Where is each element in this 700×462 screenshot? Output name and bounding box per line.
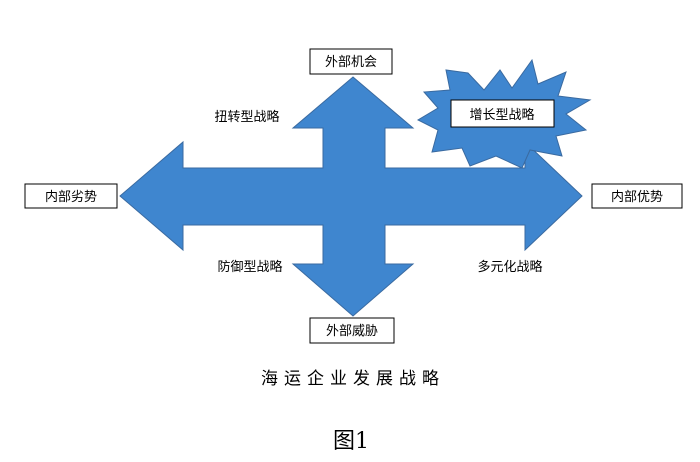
four-way-arrow	[119, 76, 583, 317]
quadrant-label-diversification: 多元化战略	[477, 259, 542, 275]
node-box-top	[309, 48, 393, 75]
node-label-internal-strength: 内部优势	[611, 189, 663, 205]
node-label-internal-weakness: 内部劣势	[45, 189, 97, 205]
quadrant-label-growth: 增长型战略	[469, 107, 534, 123]
node-box-right	[591, 183, 683, 209]
node-box-left	[24, 183, 118, 209]
node-label-external-threat: 外部威胁	[326, 324, 378, 339]
node-label-external-opportunity: 外部机会	[325, 55, 377, 70]
node-box-bottom	[309, 317, 395, 344]
quadrant-label-turnaround: 扭转型战略	[214, 109, 279, 125]
quadrant-label-defensive: 防御型战略	[217, 259, 282, 275]
growth-strategy-box	[450, 99, 555, 128]
diagram-caption: 海运企业发展战略	[261, 369, 445, 389]
figure-label: 图1	[333, 429, 369, 454]
